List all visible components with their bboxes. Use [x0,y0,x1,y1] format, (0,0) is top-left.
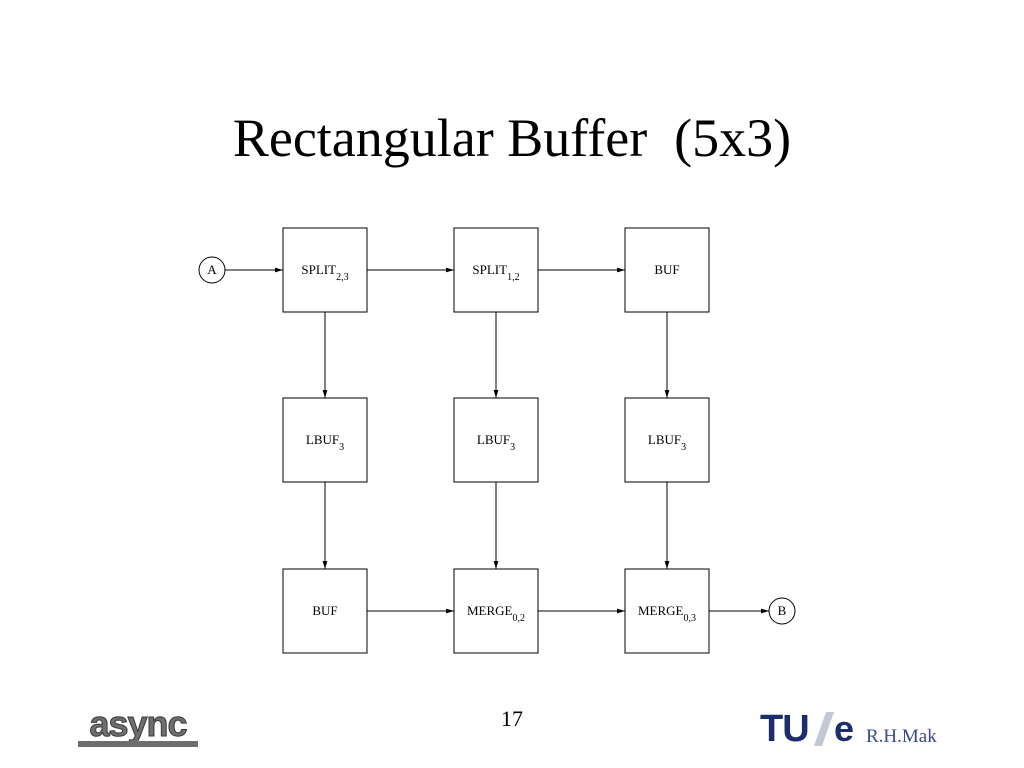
node-box [624,397,710,483]
author-credit: R.H.Mak [866,726,937,747]
node-label: LBUF3 [648,432,686,453]
diagram-node-lbuf: LBUF3 [453,397,539,483]
node-label: LBUF3 [306,432,344,453]
diagram-node-buf: BUF [624,227,710,313]
terminal-circle [768,597,796,625]
node-label: MERGE0,3 [638,603,696,624]
edge-layer [225,267,769,614]
terminal-a: A [198,256,226,284]
node-box [453,227,539,313]
tue-logo-icon: TU e [760,708,854,748]
node-box [282,227,368,313]
page-number: 17 [501,706,523,731]
terminal-label: A [207,262,217,277]
node-box [624,568,710,654]
svg-text:e: e [834,708,854,748]
terminal-label: B [778,603,787,618]
slide-title: Rectangular Buffer (5x3) [232,108,792,168]
diagram-node-lbuf: LBUF3 [282,397,368,483]
node-label: SPLIT1,2 [472,262,519,283]
node-box [453,568,539,654]
diagram-node-merge: MERGE0,2 [453,568,539,654]
node-label: BUF [312,603,337,618]
node-box [282,568,368,654]
svg-text:async: async [89,706,186,744]
diagram-node-split: SPLIT2,3 [282,227,368,313]
node-box [453,397,539,483]
node-box [624,227,710,313]
async-logo-icon: async [76,706,200,750]
terminal-circle [198,256,226,284]
node-label: BUF [654,262,679,277]
svg-text:TU: TU [760,708,809,748]
diagram-node-lbuf: LBUF3 [624,397,710,483]
diagram-node-split: SPLIT1,2 [453,227,539,313]
diagram-node-merge: MERGE0,3 [624,568,710,654]
node-box [282,397,368,483]
terminal-b: B [768,597,796,625]
node-label: SPLIT2,3 [301,262,348,283]
node-label: LBUF3 [477,432,515,453]
node-label: MERGE0,2 [467,603,525,624]
diagram-node-buf: BUF [282,568,368,654]
